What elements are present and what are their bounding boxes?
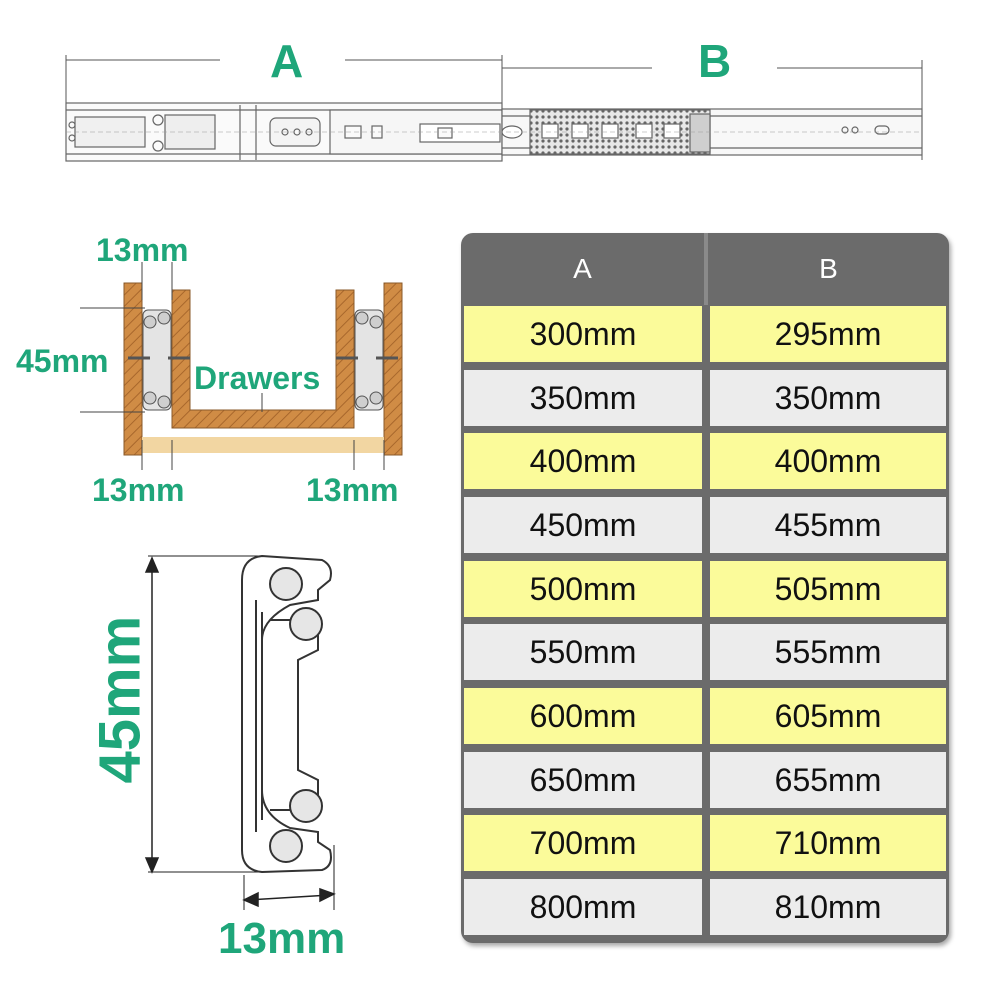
table-cell-a: 300mm (464, 306, 702, 362)
table-cell-b: 400mm (710, 433, 946, 489)
table-cell-b: 655mm (710, 752, 946, 808)
table-cell-a: 800mm (464, 879, 702, 935)
ball-bearings (269, 567, 323, 863)
label-profile-height: 45mm (87, 615, 153, 784)
table-cell-a: 700mm (464, 815, 702, 871)
cabinet-wall-right (383, 282, 403, 456)
label-a: A (270, 35, 304, 87)
table-cell-a: 600mm (464, 688, 702, 744)
label-b: B (698, 35, 732, 87)
label-slide-height: 45mm (16, 343, 109, 379)
label-gap-left: 13mm (92, 472, 185, 508)
slide-right (336, 309, 398, 411)
table-cell-a: 350mm (464, 370, 702, 426)
label-slide-width-top: 13mm (96, 232, 189, 268)
table-cell-a: 500mm (464, 561, 702, 617)
slide-profile-diagram (144, 554, 336, 910)
cabinet-bottom (142, 437, 384, 453)
table-cell-b: 505mm (710, 561, 946, 617)
table-cell-b: 555mm (710, 624, 946, 680)
slide-extension-diagram (65, 55, 923, 162)
table-cell-b: 810mm (710, 879, 946, 935)
label-profile-width: 13mm (218, 914, 346, 963)
table-cell-b: 295mm (710, 306, 946, 362)
drawer-body (171, 289, 355, 429)
table-header-a: A (573, 253, 592, 284)
cabinet-section-diagram (80, 262, 403, 470)
label-drawers: Drawers (194, 360, 321, 396)
table-cell-b: 350mm (710, 370, 946, 426)
table-cell-a: 550mm (464, 624, 702, 680)
slide-profile (241, 554, 332, 874)
label-gap-right: 13mm (306, 472, 399, 508)
table-cell-b: 605mm (710, 688, 946, 744)
table-header-divider (704, 233, 708, 305)
slide-left (128, 309, 190, 411)
table-cell-b: 455mm (710, 497, 946, 553)
table-cell-a: 650mm (464, 752, 702, 808)
table-header-b: B (819, 253, 838, 284)
table-cell-b: 710mm (710, 815, 946, 871)
table-cell-a: 450mm (464, 497, 702, 553)
table-cell-a: 400mm (464, 433, 702, 489)
